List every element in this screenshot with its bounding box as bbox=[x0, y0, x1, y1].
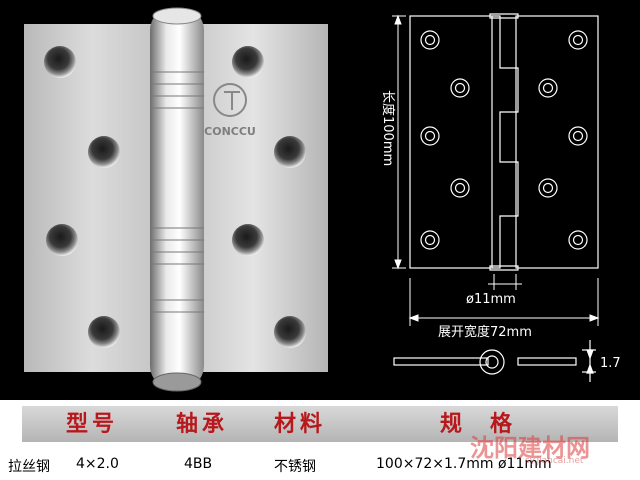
cell-spec: 100×72×1.7mm ø11mm bbox=[376, 456, 552, 472]
hinge-right-leaf bbox=[192, 24, 328, 372]
thickness-label: 1.7 bbox=[600, 356, 621, 371]
spec-header-bar bbox=[22, 406, 618, 442]
drawing-right-leaf bbox=[515, 15, 599, 269]
hinge-technical-drawing: 长度100mm ø11mm 展开宽度72mm 1.7 bbox=[370, 0, 640, 400]
cell-size: 4×2.0 bbox=[76, 456, 119, 472]
pin-diameter-label: ø11mm bbox=[466, 292, 516, 307]
length-dimension bbox=[392, 14, 406, 270]
logo-text: CONCCU bbox=[204, 125, 256, 138]
header-material: 材料 bbox=[274, 412, 327, 437]
length-label: 长度100mm bbox=[380, 90, 396, 166]
side-view bbox=[393, 340, 596, 382]
drawing-left-leaf bbox=[409, 15, 493, 269]
hinge-photo: CONCCU bbox=[0, 0, 370, 400]
watermark: 沈阳建材网 bbox=[470, 434, 590, 462]
spec-table: 型号 轴承 材料 规格 拉丝钢 4×2.0 4BB 不锈钢 100×72×1.7… bbox=[0, 400, 640, 480]
watermark-url: sy.jiancai.net bbox=[525, 456, 584, 466]
screw-holes bbox=[44, 46, 306, 348]
pin-dimension bbox=[488, 274, 522, 290]
hinge-knuckle bbox=[150, 8, 204, 388]
width-dimension bbox=[408, 278, 600, 326]
header-model: 型号 bbox=[66, 412, 119, 437]
cell-model: 拉丝钢 bbox=[8, 459, 50, 475]
hinge-left-leaf bbox=[24, 24, 160, 372]
open-width-label: 展开宽度72mm bbox=[438, 324, 532, 340]
drawing-knuckle bbox=[492, 15, 519, 269]
header-bearing: 轴承 bbox=[176, 412, 229, 437]
drawing-holes bbox=[420, 30, 588, 250]
cell-material: 不锈钢 bbox=[274, 459, 316, 475]
cell-bearing: 4BB bbox=[184, 456, 213, 472]
logo-mark bbox=[213, 83, 248, 117]
header-spec: 规格 bbox=[440, 412, 541, 437]
